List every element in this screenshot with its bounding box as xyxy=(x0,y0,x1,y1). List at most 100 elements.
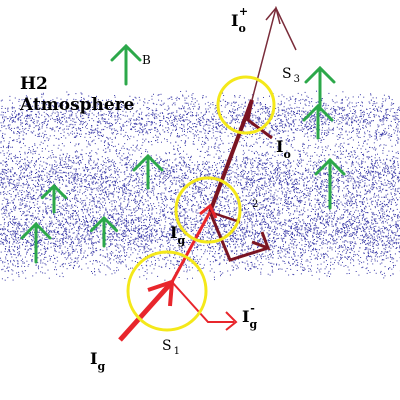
gas-dot xyxy=(127,156,129,158)
gas-dot xyxy=(297,128,299,130)
gas-dot xyxy=(339,121,341,122)
gas-dot xyxy=(126,120,128,122)
gas-dot xyxy=(181,128,183,130)
gas-dot xyxy=(54,164,56,165)
gas-dot xyxy=(314,126,316,128)
gas-dot xyxy=(95,104,97,106)
gas-dot xyxy=(189,167,191,169)
gas-dot xyxy=(355,117,356,119)
gas-dot xyxy=(313,134,315,136)
gas-dot xyxy=(370,174,372,176)
gas-dot xyxy=(195,186,196,188)
gas-dot xyxy=(114,181,116,183)
gas-dot xyxy=(28,106,30,108)
gas-dot xyxy=(387,168,389,170)
gas-dot xyxy=(100,163,102,165)
gas-dot xyxy=(230,104,232,106)
gas-dot xyxy=(324,199,326,201)
gas-dot xyxy=(132,180,134,182)
gas-dot xyxy=(204,162,206,164)
gas-dot xyxy=(300,124,302,126)
gas-dot xyxy=(280,114,282,116)
gas-dot xyxy=(80,178,82,180)
gas-dot xyxy=(140,118,142,120)
gas-dot xyxy=(300,154,301,156)
gas-dot xyxy=(216,128,218,130)
gas-dot xyxy=(340,167,342,169)
gas-dot xyxy=(394,119,396,121)
gas-dot xyxy=(219,157,221,159)
gas-dot xyxy=(278,171,280,173)
gas-dot xyxy=(261,164,263,166)
gas-dot xyxy=(259,117,261,119)
gas-dot xyxy=(321,121,323,122)
gas-dot xyxy=(60,162,61,164)
gas-dot xyxy=(163,182,164,184)
gas-dot xyxy=(245,144,247,146)
gas-dot xyxy=(196,126,198,128)
gas-dot xyxy=(145,138,147,140)
gas-dot xyxy=(323,173,325,175)
gas-dot xyxy=(46,124,48,126)
gas-dot xyxy=(350,180,352,182)
gas-dot xyxy=(354,150,356,152)
gas-dot xyxy=(22,128,24,130)
gas-dot xyxy=(397,109,399,111)
gas-dot xyxy=(384,168,386,170)
gas-dot xyxy=(133,180,135,182)
gas-dot xyxy=(177,177,179,179)
gas-dot xyxy=(71,111,73,113)
gas-dot xyxy=(16,160,18,162)
gas-dot xyxy=(170,115,172,117)
gas-dot xyxy=(305,99,307,101)
gas-dot xyxy=(360,182,362,184)
gas-dot xyxy=(319,129,321,131)
gas-dot xyxy=(50,118,51,120)
gas-dot xyxy=(128,149,130,151)
gas-dot xyxy=(278,175,280,177)
gas-dot xyxy=(176,136,178,138)
gas-dot xyxy=(211,192,212,194)
gas-dot xyxy=(346,184,348,186)
gas-dot xyxy=(17,131,18,132)
gas-dot xyxy=(107,143,109,145)
gas-dot xyxy=(44,121,46,122)
gas-dot xyxy=(266,199,268,201)
gas-dot xyxy=(240,166,242,168)
gas-dot xyxy=(11,106,13,108)
gas-dot xyxy=(335,184,337,186)
gas-dot xyxy=(79,133,80,135)
gas-dot xyxy=(371,135,373,137)
gas-dot xyxy=(176,171,178,173)
gas-dot xyxy=(2,122,4,124)
gas-dot xyxy=(90,155,92,157)
gas-dot xyxy=(333,106,335,108)
gas-dot xyxy=(69,159,71,161)
gas-dot xyxy=(373,114,375,116)
gas-dot xyxy=(70,141,71,143)
gas-dot xyxy=(42,157,44,158)
gas-dot xyxy=(25,115,27,117)
gas-dot xyxy=(306,113,308,115)
gas-dot xyxy=(349,192,351,193)
gas-dot xyxy=(383,119,385,121)
gas-dot xyxy=(260,122,262,123)
gas-dot xyxy=(130,135,132,137)
gas-dot xyxy=(381,133,383,135)
gas-dot xyxy=(310,177,312,179)
gas-dot xyxy=(176,123,178,125)
gas-dot xyxy=(103,180,105,182)
gas-dot xyxy=(340,132,342,134)
gas-dot xyxy=(23,132,25,134)
gas-dot xyxy=(316,166,317,168)
gas-dot xyxy=(331,197,333,198)
gas-dot xyxy=(281,94,283,96)
gas-dot xyxy=(345,171,347,173)
gas-dot xyxy=(364,180,366,181)
gas-dot xyxy=(385,109,387,111)
gas-dot xyxy=(271,142,273,144)
gas-dot xyxy=(314,124,316,125)
gas-dot xyxy=(277,203,279,205)
gas-dot xyxy=(310,164,312,166)
gas-dot xyxy=(104,126,106,128)
